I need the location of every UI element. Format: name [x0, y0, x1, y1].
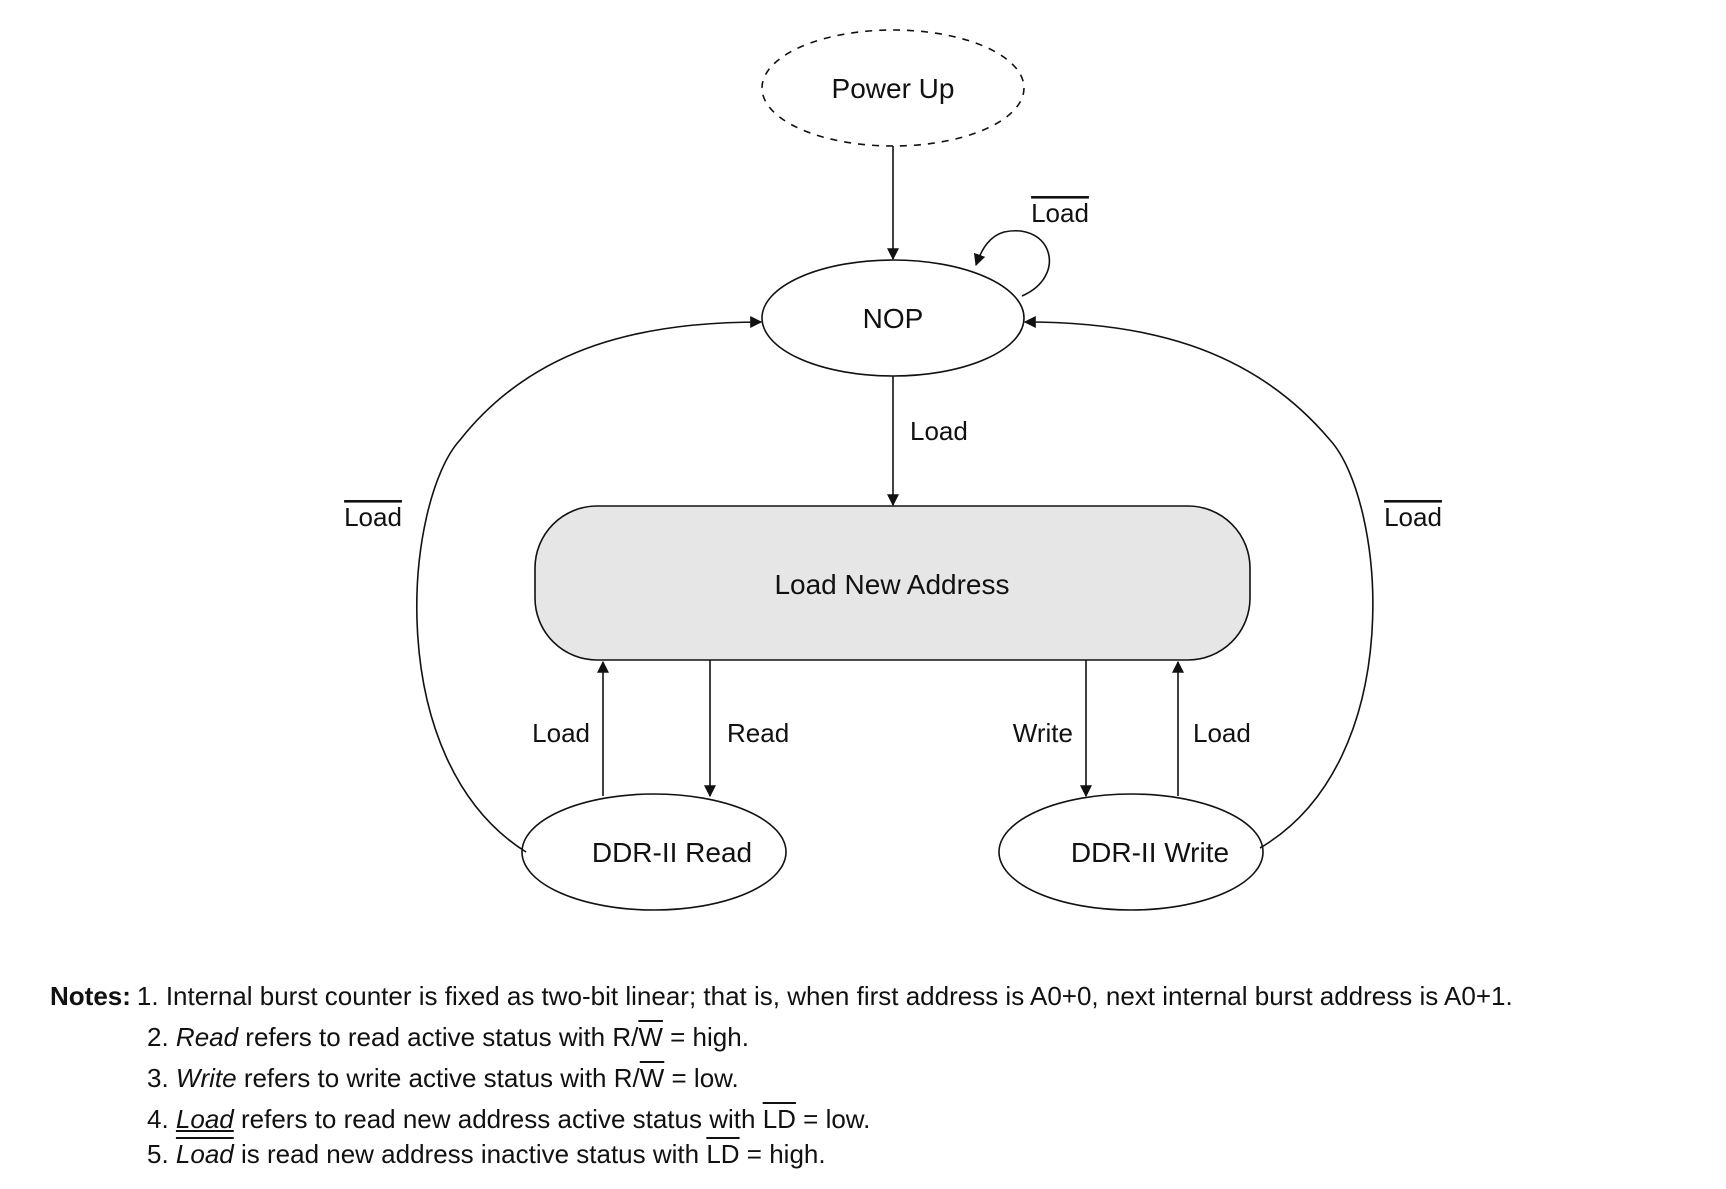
state-load-new-address: Load New Address [534, 505, 1251, 661]
edge-nop-self-loop [973, 229, 1051, 297]
label-nop-to-lna: Load [910, 416, 968, 446]
note-5-text: is read new address inactive status with [233, 1139, 707, 1169]
note-1-text: 1. Internal burst counter is fixed as tw… [136, 981, 1513, 1011]
edge-read-to-nop [416, 316, 763, 853]
note-4-value: = low. [795, 1104, 871, 1134]
note-3: 3. Write refers to write active status w… [50, 1058, 1710, 1099]
label-write-to-nop: Load [1384, 502, 1442, 532]
note-2: 2. Read refers to read active status wit… [50, 1017, 1710, 1058]
label-read-to-lna: Load [532, 718, 590, 748]
label-write-to-lna: Load [1193, 718, 1251, 748]
label-read-to-nop: Load [344, 502, 402, 532]
note-5-signal: LD [706, 1139, 740, 1169]
note-3-signal: W [639, 1063, 665, 1093]
note-3-term: Write [175, 1063, 237, 1093]
state-power-up: Power Up [761, 29, 1025, 147]
notes-heading: Notes: [50, 981, 131, 1011]
state-ddr-write: DDR-II Write [998, 793, 1264, 911]
power-up-label: Power Up [832, 73, 955, 104]
note-2-value: = high. [662, 1022, 749, 1052]
note-2-number: 2. [147, 1022, 169, 1052]
note-4-signal: LD [762, 1104, 796, 1134]
note-4: 4. Load refers to read new address activ… [50, 1099, 1710, 1140]
notes-section: Notes: 1. Internal burst counter is fixe… [50, 976, 1710, 1175]
ddr-write-label: DDR-II Write [1071, 837, 1229, 868]
nop-label: NOP [863, 303, 924, 334]
note-1: Notes: 1. Internal burst counter is fixe… [50, 976, 1710, 1017]
note-5-value: = high. [739, 1139, 826, 1169]
edge-write-to-nop [1023, 316, 1374, 849]
note-5: 5. Load is read new address inactive sta… [50, 1134, 1710, 1175]
note-4-text: refers to read new address active status… [233, 1104, 763, 1134]
load-new-address-label: Load New Address [774, 569, 1009, 600]
note-2-term: Read [175, 1022, 239, 1052]
label-nop-self: Load [1031, 198, 1089, 228]
note-4-number: 4. [147, 1104, 169, 1134]
note-3-value: = low. [664, 1063, 739, 1093]
note-3-text: refers to write active status with R/ [236, 1063, 640, 1093]
ddr-read-label: DDR-II Read [592, 837, 752, 868]
label-lna-to-write: Write [1013, 718, 1073, 748]
note-5-number: 5. [147, 1139, 169, 1169]
note-5-term: Load [175, 1139, 234, 1169]
note-3-number: 3. [147, 1063, 169, 1093]
state-ddr-read: DDR-II Read [521, 793, 787, 911]
state-nop: NOP [761, 259, 1025, 377]
state-diagram: Power Up NOP Load New Address DDR-II Rea… [344, 29, 1442, 911]
note-4-term: Load [175, 1104, 234, 1134]
note-2-signal: W [638, 1022, 663, 1052]
note-2-text: refers to read active status with R/ [238, 1022, 639, 1052]
label-lna-to-read: Read [727, 718, 789, 748]
